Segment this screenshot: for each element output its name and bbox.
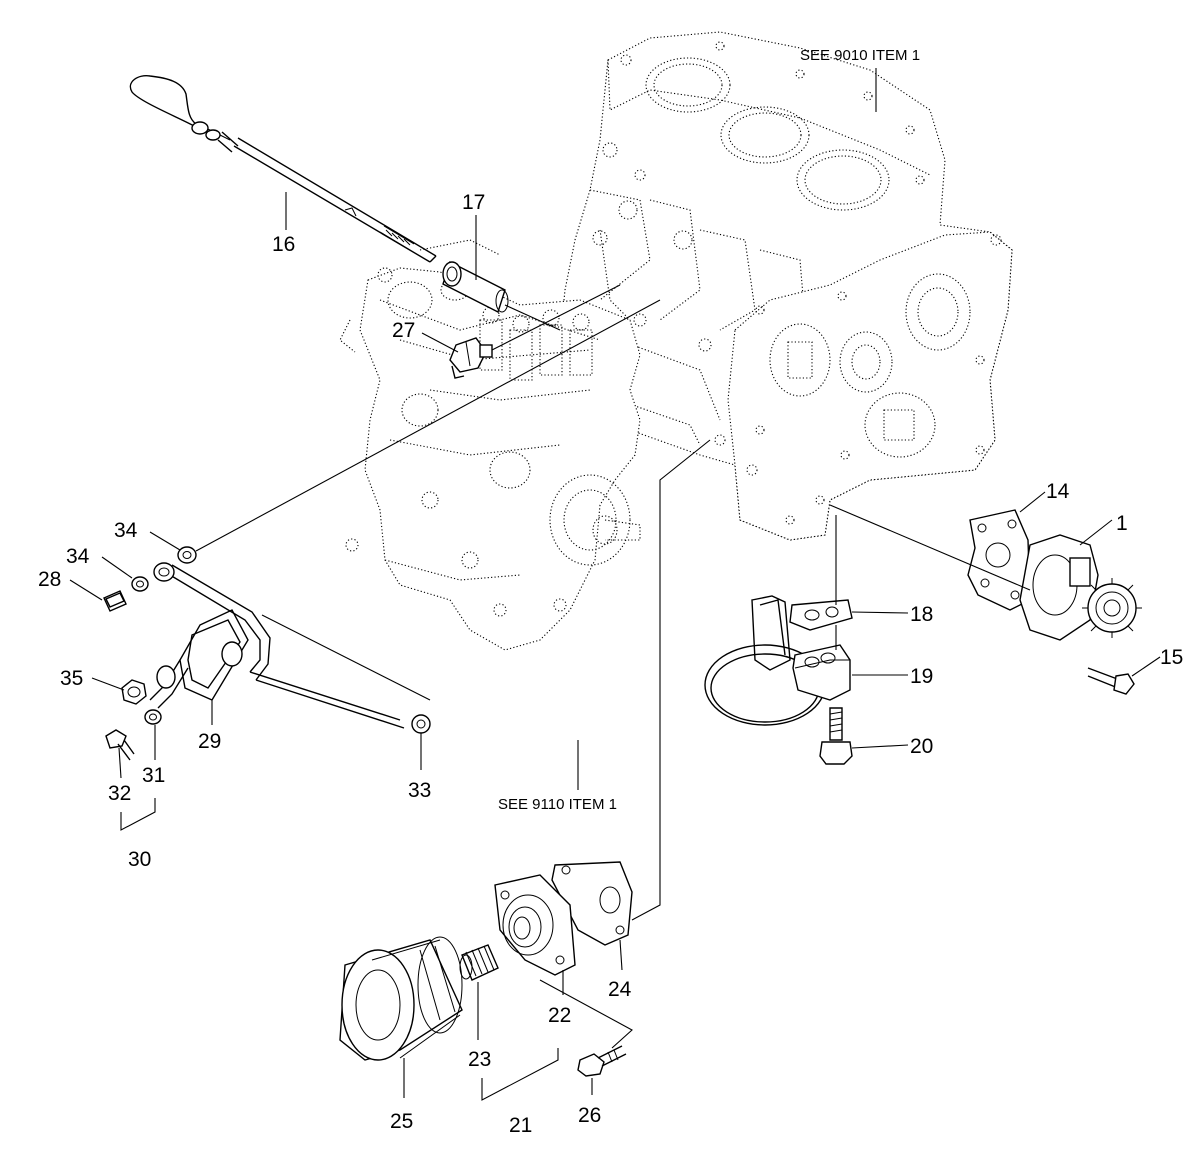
bolt-28 (103, 590, 127, 612)
oil-pipe (149, 562, 405, 729)
gasket-18 (789, 599, 853, 631)
callout-28: 28 (38, 568, 61, 591)
callout-21: 21 (509, 1114, 532, 1137)
callout-31: 31 (142, 764, 165, 787)
washer-31 (144, 709, 162, 725)
callout-33: 33 (408, 779, 431, 802)
dipstick (129, 75, 437, 263)
washer-34-upper (177, 546, 197, 564)
washer-33 (411, 714, 431, 734)
callout-29: 29 (198, 730, 221, 753)
callout-1: 1 (1116, 512, 1128, 535)
oil-pump-gasket (967, 509, 1031, 611)
callout-25: 25 (390, 1110, 413, 1133)
callout-34-lower: 34 (66, 545, 90, 568)
callout-34-upper: 34 (114, 519, 138, 542)
nut-35 (121, 679, 147, 705)
oil-pump (1019, 534, 1142, 641)
oil-pressure-switch (449, 337, 493, 379)
callout-26: 26 (578, 1104, 601, 1127)
callout-27: 27 (392, 319, 415, 342)
bolt-32 (105, 729, 135, 761)
bolt-26 (577, 1045, 627, 1077)
pump-gear (1082, 578, 1142, 638)
callout-32: 32 (108, 782, 131, 805)
filter-bracket-22 (494, 874, 576, 976)
callout-22: 22 (548, 1004, 571, 1027)
callout-24: 24 (608, 978, 632, 1001)
callout-numbers: 1 14 15 16 17 18 19 20 21 22 23 24 25 26… (38, 191, 1183, 1137)
nipple-23 (459, 944, 499, 981)
pipe-hardware (103, 546, 431, 761)
washer-34-lower (131, 576, 149, 592)
callout-35: 35 (60, 667, 83, 690)
callout-23: 23 (468, 1048, 491, 1071)
block-reference-note: SEE 9010 ITEM 1 (800, 47, 920, 64)
adapter-19 (792, 644, 851, 701)
callout-20: 20 (910, 735, 933, 758)
callout-16: 16 (272, 233, 295, 256)
gasket-24 (551, 861, 633, 946)
pump-reference-note: SEE 9110 ITEM 1 (498, 796, 617, 813)
callout-18: 18 (910, 603, 933, 626)
dipstick-guide-tube (442, 261, 509, 313)
bolt-15 (1087, 667, 1135, 695)
callout-19: 19 (910, 665, 933, 688)
callout-14: 14 (1046, 480, 1070, 503)
callout-17: 17 (462, 191, 485, 214)
engine-block (547, 31, 1013, 541)
leader-lines (69, 68, 1161, 1101)
oil-filter-25 (339, 936, 463, 1061)
bolt-20 (819, 707, 853, 765)
callout-30: 30 (128, 848, 151, 871)
callout-15: 15 (1160, 646, 1183, 669)
